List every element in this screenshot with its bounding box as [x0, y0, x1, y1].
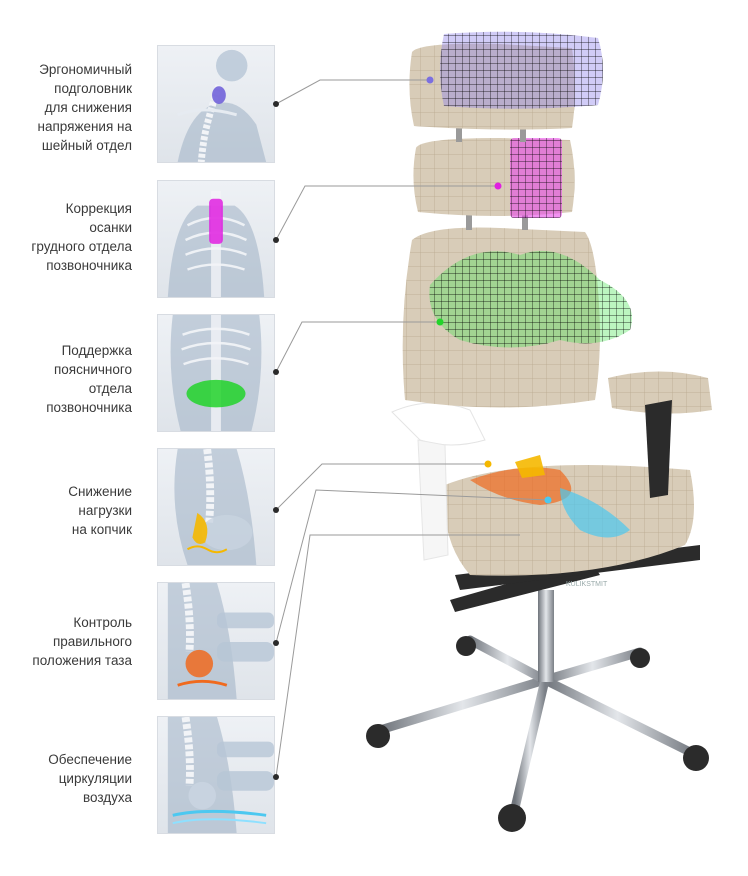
connector-dots [273, 101, 279, 780]
pelvis-skeleton-illustration [167, 583, 274, 699]
label-line: позвоночника [46, 258, 132, 273]
label-line: положения таза [32, 653, 132, 668]
label-line: Эргономичный [39, 62, 132, 77]
label-line: Снижение [68, 484, 132, 499]
air-circulation-xray-thumbnail [157, 716, 275, 834]
label-line: Коррекция [65, 201, 132, 216]
lumbar-xray-thumbnail [157, 314, 275, 432]
feature-label-headrest: Эргономичный подголовник для снижения на… [0, 60, 133, 155]
coccyx-xray-thumbnail [157, 448, 275, 566]
lumbar-skeleton-illustration [170, 315, 262, 431]
left-armrest [391, 402, 486, 446]
label-line: воздуха [82, 790, 132, 805]
headrest-zone-highlight [440, 31, 603, 109]
coccyx-zone-highlight [470, 467, 572, 505]
label-line: шейный отдел [41, 138, 132, 153]
label-line: Обеспечение [48, 752, 132, 767]
thoracic-zone-highlight [510, 138, 562, 218]
chair-gas-lift [538, 590, 554, 682]
chair-wheels [366, 636, 709, 832]
feature-label-pelvis: Контроль правильного положения таза [0, 613, 132, 670]
label-line: для снижения [44, 100, 132, 115]
connector-lines [275, 79, 549, 778]
pelvis-xray-thumbnail [157, 582, 275, 700]
neck-skeleton-illustration [177, 49, 267, 162]
label-line: правильного [52, 634, 132, 649]
label-line: поясничного [53, 362, 132, 377]
feature-label-air: Обеспечение циркуляции воздуха [0, 750, 132, 807]
label-line: отдела [88, 381, 132, 396]
air-circulation-illustration [167, 717, 274, 833]
label-line: осанки [89, 220, 132, 235]
label-line: циркуляции [58, 771, 132, 786]
thoracic-skeleton-illustration [167, 190, 265, 297]
chair-base [375, 635, 695, 813]
feature-label-coccyx: Снижение нагрузки на копчик [0, 482, 132, 539]
label-line: Поддержка [61, 343, 132, 358]
coccyx-skeleton-illustration [174, 449, 257, 565]
air-zone-highlight [560, 488, 630, 538]
neck-xray-thumbnail [157, 45, 275, 163]
chair-brand-logo: KULIKSTMIT [566, 581, 608, 588]
label-line: на копчик [71, 522, 132, 537]
feature-label-thoracic: Коррекция осанки грудного отдела позвоно… [0, 199, 132, 275]
label-line: нагрузки [78, 503, 132, 518]
label-line: подголовник [54, 81, 132, 96]
label-line: напряжения на [37, 119, 133, 134]
thoracic-xray-thumbnail [157, 180, 275, 298]
label-line: Контроль [73, 615, 132, 630]
label-line: грудного отдела [31, 239, 132, 254]
lumbar-zone-highlight [429, 250, 632, 348]
label-line: позвоночника [46, 400, 132, 415]
zone-anchor-dots [426, 76, 552, 504]
feature-label-lumbar: Поддержка поясничного отдела позвоночник… [0, 341, 132, 417]
